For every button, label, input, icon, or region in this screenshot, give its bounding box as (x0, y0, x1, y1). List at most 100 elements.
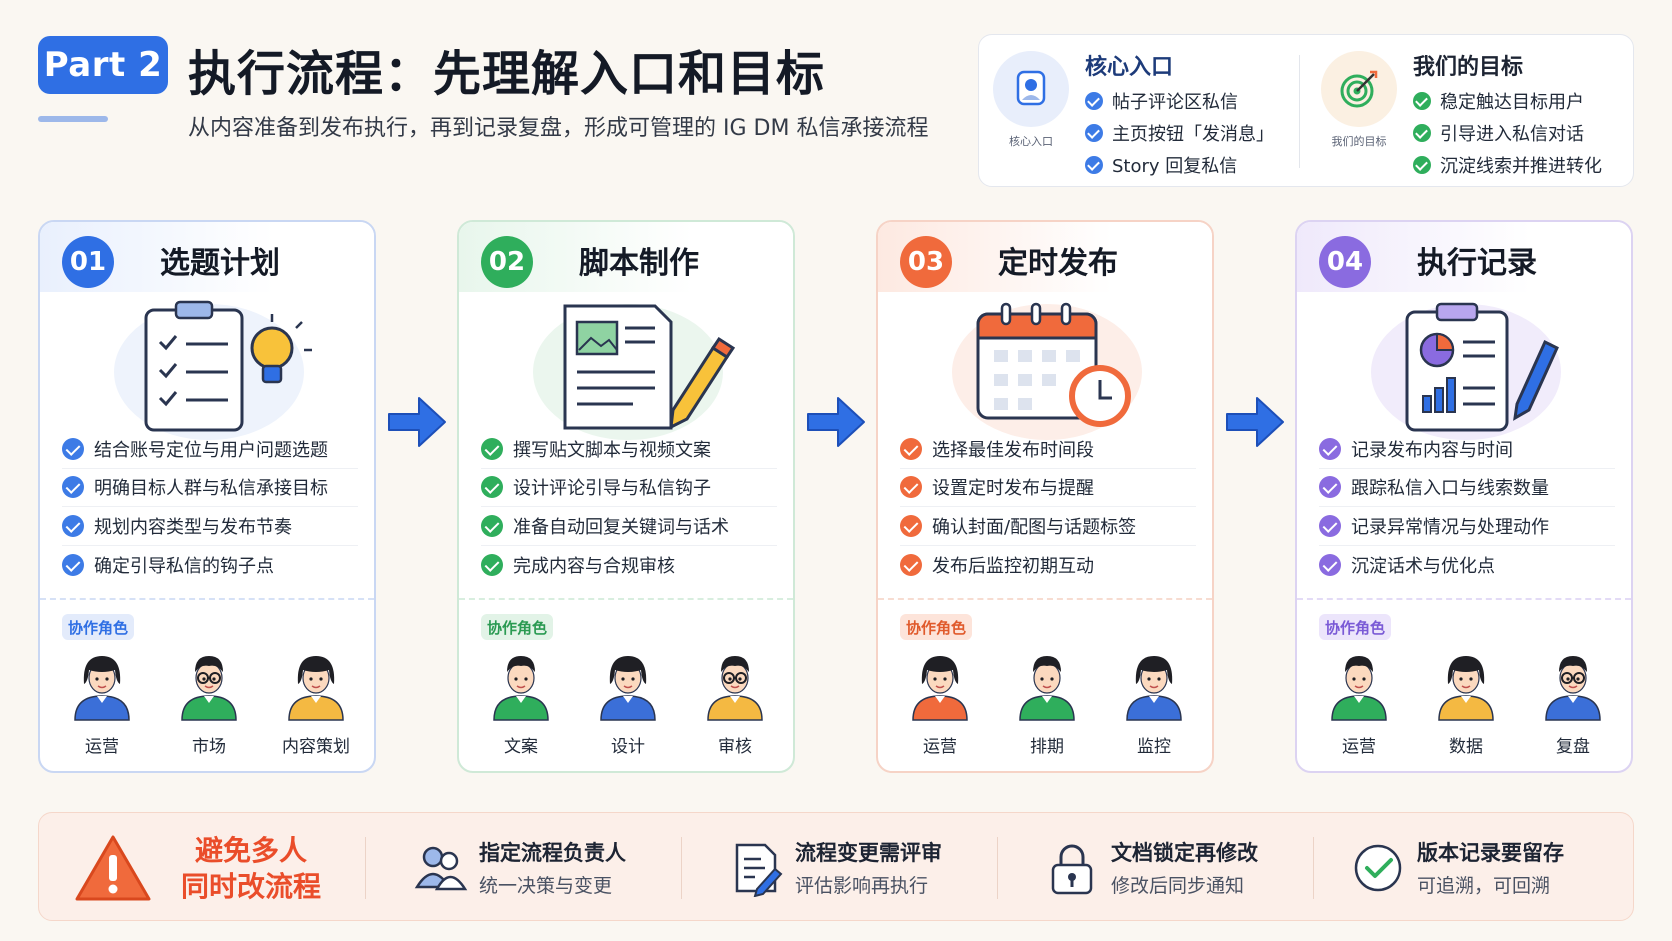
check-icon (1319, 476, 1341, 499)
check-icon (62, 437, 84, 460)
step-list: 撰写贴文脚本与视频文案 设计评论引导与私信钩子 准备自动回复关键词与话术 完成内… (481, 430, 777, 584)
list-item: 设计评论引导与私信钩子 (481, 469, 777, 507)
role-item: 运营 (54, 648, 150, 757)
step-card-3: 03 定时发布 选择最佳发布时间段 设置定时发布与提醒 确认封面/配图与话题标签… (876, 220, 1214, 773)
list-item: 跟踪私信入口与线索数量 (1319, 469, 1615, 507)
role-item: 数据 (1418, 648, 1514, 757)
list-item: 选择最佳发布时间段 (900, 430, 1196, 469)
list-item: 设置定时发布与提醒 (900, 469, 1196, 507)
document-edit-icon (735, 843, 783, 897)
role-item: 监控 (1106, 648, 1202, 757)
list-item: 帖子评论区私信 (1085, 85, 1274, 117)
step-card-2: 02 脚本制作 撰写贴文脚本与视频文案 设计评论引导与私信钩子 准备自动回复关键… (457, 220, 795, 773)
lock-icon (1051, 844, 1093, 895)
calendar-clock-icon (952, 302, 1142, 440)
decorative-line (38, 116, 108, 122)
step-number: 03 (900, 236, 952, 288)
divider (1297, 598, 1631, 600)
divider (365, 837, 366, 899)
step-number: 01 (62, 236, 114, 288)
check-icon (900, 437, 922, 460)
avatar (595, 648, 661, 726)
avatar (176, 648, 242, 726)
check-icon (1085, 156, 1103, 174)
check-circle-icon (1354, 844, 1402, 892)
avatar (702, 648, 768, 726)
avatar (69, 648, 135, 726)
divider (1313, 837, 1314, 899)
check-icon (1319, 514, 1341, 537)
step-list: 结合账号定位与用户问题选题 明确目标人群与私信承接目标 规划内容类型与发布节奏 … (62, 430, 358, 584)
role-item: 运营 (1311, 648, 1407, 757)
roles-tag: 协作角色 (62, 614, 135, 640)
roles-row: 运营 排期 监控 (892, 648, 1202, 757)
role-name: 排期 (1030, 737, 1064, 757)
step-card-1: 01 选题计划 结合账号定位与用户问题选题 明确目标人群与私信承接目标 规划内容… (38, 220, 376, 773)
tips-bar: 避免多人 同时改流程 指定流程负责人 统一决策与变更 流程变更需评审 评估影响再… (38, 812, 1634, 921)
role-name: 市场 (192, 737, 226, 757)
list-item: 记录异常情况与处理动作 (1319, 507, 1615, 546)
list-item: 准备自动回复关键词与话术 (481, 507, 777, 546)
roles-row: 运营数据复盘 (1311, 648, 1621, 757)
goals-section: 我们的目标 我们的目标 稳定触达目标用户 引导进入私信对话 沉淀线索并推进转化 (1321, 45, 1621, 178)
step-card-4: 04 执行记录 记录发布内容与时间 跟踪私信入口与线索数量 记录异常情况与处理动… (1295, 220, 1633, 773)
page-title: 执行流程：先理解入口和目标 (188, 46, 826, 102)
step-number: 02 (481, 236, 533, 288)
roles-row: 运营 市场 内容策划 (54, 648, 364, 757)
role-item: 审核 (687, 648, 783, 757)
goals-list: 稳定触达目标用户 引导进入私信对话 沉淀线索并推进转化 (1413, 85, 1602, 181)
check-icon (900, 553, 922, 576)
roles-row: 文案设计审核 (473, 648, 783, 757)
report-pen-icon (1371, 302, 1561, 440)
roles-tag: 协作角色 (1319, 614, 1392, 640)
divider (1299, 55, 1300, 168)
check-icon (481, 514, 503, 537)
entry-list: 帖子评论区私信 主页按钮「发消息」 Story 回复私信 (1085, 85, 1274, 181)
avatar (907, 648, 973, 726)
role-name: 运营 (923, 737, 957, 757)
avatar (1121, 648, 1187, 726)
step-title: 执行记录 (1417, 246, 1537, 281)
list-item: 完成内容与合规审核 (481, 546, 777, 585)
check-icon (1413, 156, 1431, 174)
card-header: 04 执行记录 (1297, 222, 1631, 292)
check-icon (1413, 92, 1431, 110)
target-icon-label: 我们的目标 (1331, 135, 1387, 148)
avatar (1540, 648, 1606, 726)
target-icon (1321, 51, 1397, 127)
role-name: 数据 (1449, 737, 1483, 757)
check-icon (1319, 437, 1341, 460)
step-list: 选择最佳发布时间段 设置定时发布与提醒 确认封面/配图与话题标签 发布后监控初期… (900, 430, 1196, 584)
role-item: 内容策划 (268, 648, 364, 757)
step-list: 记录发布内容与时间 跟踪私信入口与线索数量 记录异常情况与处理动作 沉淀话术与优… (1319, 430, 1615, 584)
part-badge: Part 2 (38, 36, 168, 94)
info-panel: 核心入口 核心入口 帖子评论区私信 主页按钮「发消息」 Story 回复私信 我… (978, 34, 1634, 187)
check-icon (900, 476, 922, 499)
role-name: 运营 (85, 737, 119, 757)
roles-tag: 协作角色 (481, 614, 554, 640)
role-name: 设计 (611, 737, 645, 757)
list-item: 确认封面/配图与话题标签 (900, 507, 1196, 546)
warning-icon (75, 835, 151, 901)
check-icon (62, 476, 84, 499)
role-name: 监控 (1137, 737, 1171, 757)
card-header: 02 脚本制作 (459, 222, 793, 292)
check-icon (1413, 124, 1431, 142)
check-icon (481, 437, 503, 460)
card-header: 03 定时发布 (878, 222, 1212, 292)
document-pencil-icon (533, 304, 736, 440)
check-icon (62, 514, 84, 537)
page-subtitle: 从内容准备到发布执行，再到记录复盘，形成可管理的 IG DM 私信承接流程 (188, 116, 929, 141)
goals-title: 我们的目标 (1413, 55, 1524, 80)
role-item: 排期 (999, 648, 1095, 757)
check-icon (1319, 553, 1341, 576)
step-number: 04 (1319, 236, 1371, 288)
avatar (1326, 648, 1392, 726)
role-name: 内容策划 (282, 737, 350, 757)
check-icon (1085, 92, 1103, 110)
check-icon (900, 514, 922, 537)
divider (878, 598, 1212, 600)
card-header: 01 选题计划 (40, 222, 374, 292)
arrow-right-icon (1226, 397, 1284, 447)
clipboard-bulb-icon (114, 300, 312, 440)
